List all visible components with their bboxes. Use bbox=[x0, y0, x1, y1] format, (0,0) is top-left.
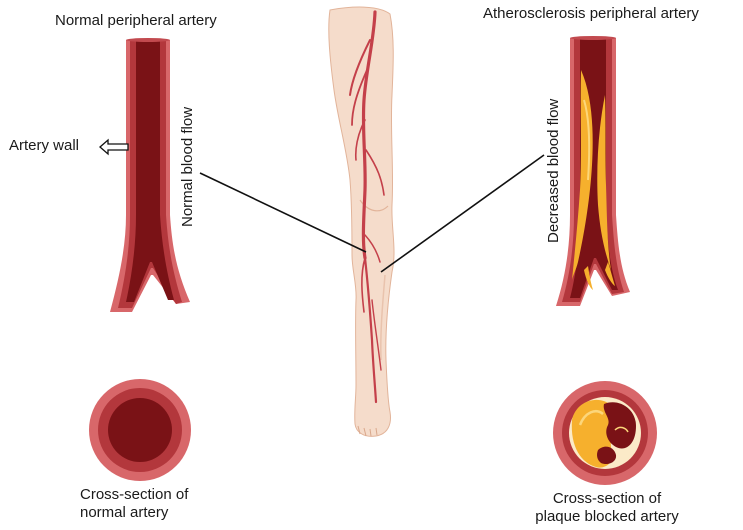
plaque-mass-highlight bbox=[578, 410, 604, 426]
plaque-lumen-lower bbox=[597, 446, 617, 465]
leg-arteries bbox=[349, 10, 385, 404]
pointer-line-athero bbox=[380, 154, 545, 273]
pointer-line-normal bbox=[199, 172, 367, 253]
cross-section-plaque-caption: Cross-section of plaque blocked artery bbox=[521, 490, 693, 526]
athero-artery-title: Atherosclerosis peripheral artery bbox=[483, 5, 699, 22]
normal-artery-title: Normal peripheral artery bbox=[55, 12, 217, 29]
artery-wall-label: Artery wall bbox=[9, 137, 80, 154]
leg-illustration bbox=[328, 6, 395, 437]
athero-artery bbox=[556, 36, 630, 306]
cross-plaque-line2: plaque blocked artery bbox=[535, 508, 679, 525]
plaque-right bbox=[597, 95, 611, 270]
cross-section-normal bbox=[89, 379, 191, 481]
leg-silhouette bbox=[328, 6, 395, 437]
cross-normal-line2: normal artery bbox=[80, 504, 169, 521]
cross-plaque-line1: Cross-section of bbox=[552, 490, 662, 507]
cross-section-plaque bbox=[553, 381, 657, 485]
toes bbox=[357, 425, 378, 437]
knee-shadow bbox=[359, 199, 389, 212]
decreased-blood-flow-label: Decreased blood flow bbox=[545, 98, 562, 243]
artery-wall-arrow bbox=[99, 138, 129, 156]
plaque-left-highlight bbox=[583, 99, 591, 181]
plaque-lumen bbox=[603, 402, 636, 449]
calf-shadow bbox=[380, 274, 386, 361]
normal-artery-blood bbox=[126, 40, 174, 302]
cross-normal-line1: Cross-section of bbox=[80, 486, 189, 503]
plaque-branch bbox=[584, 266, 593, 290]
normal-artery bbox=[110, 38, 190, 312]
plaque-branch-right bbox=[605, 262, 615, 286]
cross-section-normal-caption: Cross-section of normal artery bbox=[80, 486, 188, 522]
normal-blood-flow-label: Normal blood flow bbox=[179, 106, 196, 227]
